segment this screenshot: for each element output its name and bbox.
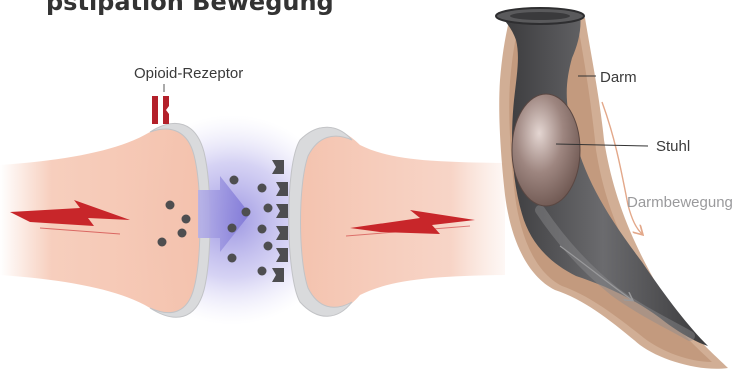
opioid-receptor-label: Opioid-Rezeptor bbox=[134, 65, 243, 82]
stool-mass bbox=[512, 94, 580, 206]
bowel-label: Darm bbox=[600, 69, 637, 86]
intestine-illustration bbox=[496, 8, 728, 369]
postsynaptic-neuron bbox=[272, 127, 505, 316]
motility-label: Darmbewegung bbox=[627, 194, 733, 211]
opioid-receptor bbox=[152, 84, 169, 124]
stool-label: Stuhl bbox=[656, 138, 690, 155]
